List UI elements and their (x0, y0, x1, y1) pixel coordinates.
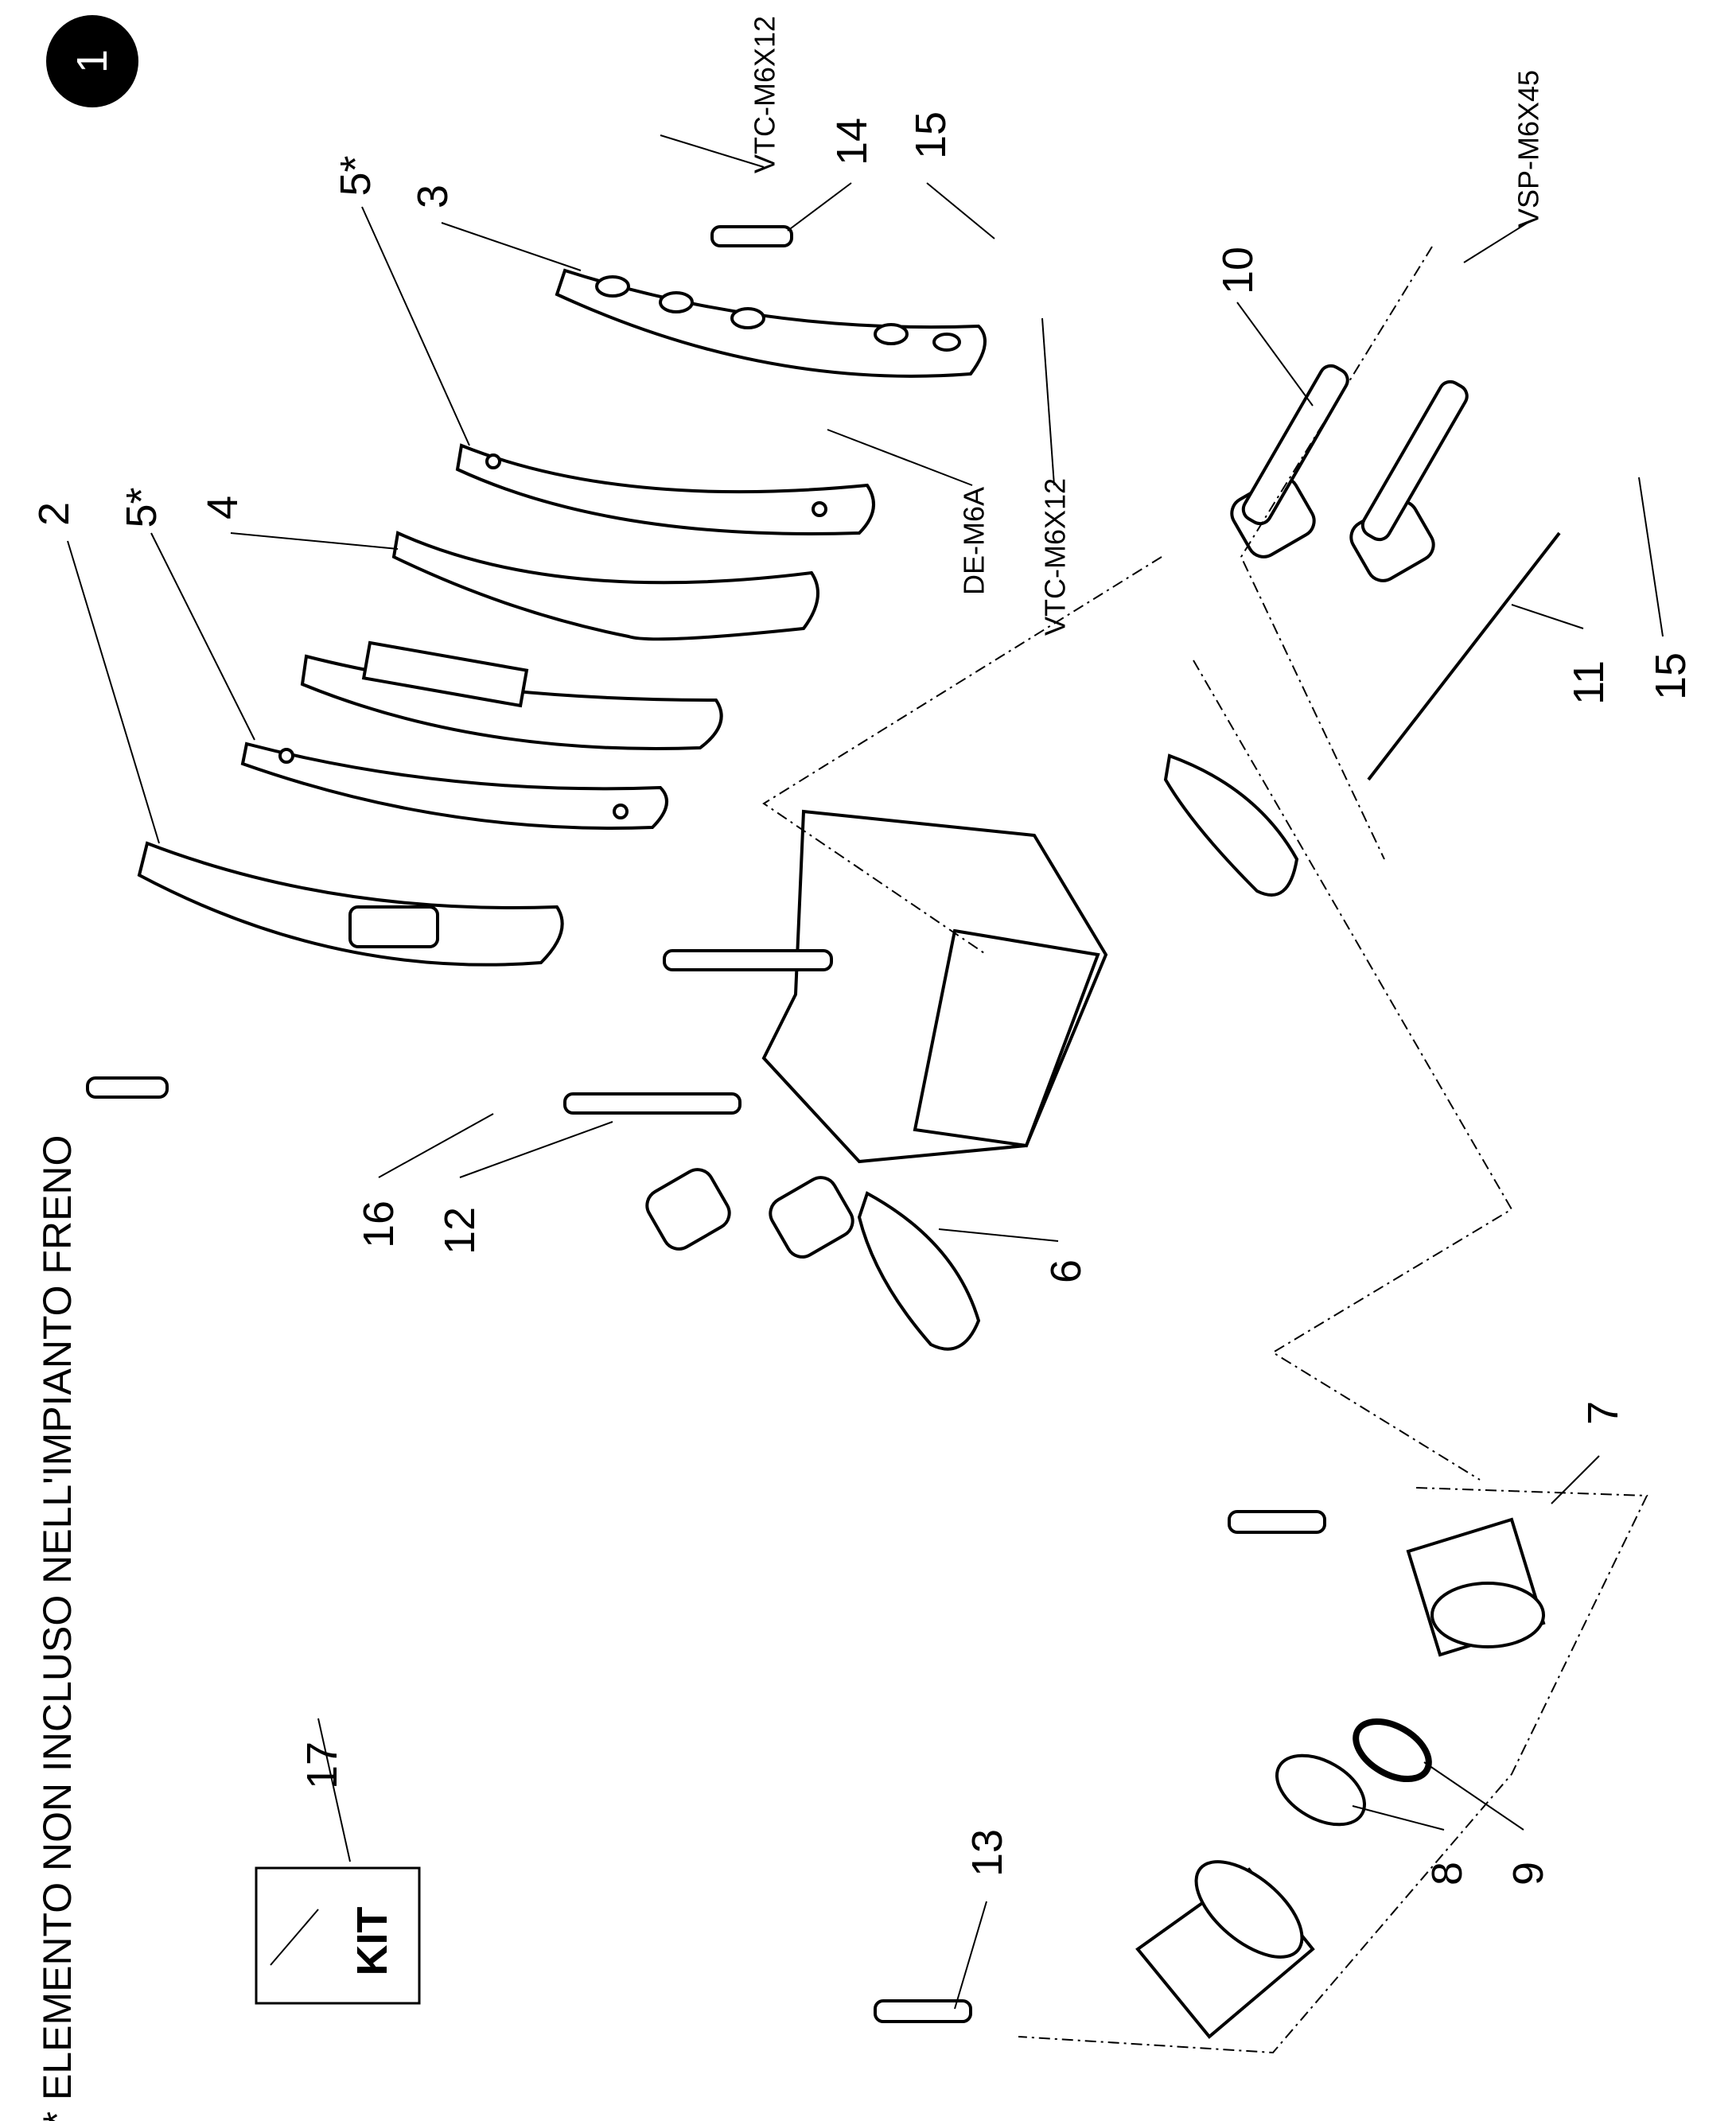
callout-2: 2 (30, 502, 78, 526)
callout-12: 12 (436, 1207, 484, 1255)
brake-shoe-plate-3 (555, 268, 987, 378)
piston-7 (1406, 1517, 1546, 1657)
assembly-lines (762, 246, 1648, 2054)
lever-plate-top (1163, 753, 1299, 897)
cylinder-13 (1135, 1860, 1315, 2039)
callout-5-upper: 5* (332, 155, 380, 196)
kit-label: KIT (348, 1907, 396, 1976)
brake-lining-5-top (455, 443, 875, 535)
callout-10: 10 (1214, 247, 1262, 294)
callout-3: 3 (409, 185, 457, 208)
callout-15-right: 15 (1647, 652, 1695, 700)
kit-bag-17: KIT (255, 1866, 421, 2005)
callout-7: 7 (1579, 1401, 1627, 1425)
callout-labels: 2 5* 4 5* 3 VTC-M6X12 14 15 10 VSP-M6X45… (30, 16, 1695, 1886)
callout-4: 4 (199, 496, 247, 520)
callout-vtc-m6x12-mid: VTC-M6X12 (1039, 478, 1072, 636)
callout-9: 9 (1504, 1862, 1552, 1886)
callout-14: 14 (828, 118, 876, 165)
callout-8: 8 (1423, 1862, 1471, 1886)
callout-vsp-m6x45: VSP-M6X45 (1512, 70, 1545, 228)
caliper-body (761, 809, 1108, 1164)
callout-13: 13 (963, 1829, 1011, 1877)
brake-shoe-plate-2 (137, 841, 564, 967)
pins-and-bolts (86, 225, 1561, 2023)
lever-plate-6 (857, 1191, 981, 1351)
callout-vtc-m6x12-top: VTC-M6X12 (749, 16, 781, 173)
brake-shoe-4-top (391, 531, 819, 641)
callout-5-lower: 5* (118, 487, 165, 527)
brake-lining-5-bottom (240, 741, 668, 830)
page-badge: 1 (46, 15, 138, 107)
badge-number: 1 (68, 49, 116, 73)
callout-11: 11 (1565, 660, 1613, 705)
seal-8 (1275, 1753, 1366, 1827)
callout-de-m6a: DE-M6A (958, 487, 991, 595)
callout-15-top: 15 (907, 111, 955, 159)
footnote-text: * ELEMENTO NON INCLUSO NELL'IMPIANTO FRE… (35, 1135, 80, 2121)
callout-16: 16 (355, 1201, 403, 1248)
seal-9 (1353, 1718, 1432, 1783)
callout-17: 17 (298, 1742, 346, 1789)
callout-6: 6 (1042, 1259, 1090, 1283)
leader-lines (67, 134, 1664, 2010)
brake-shoe-4-bottom (300, 640, 723, 750)
